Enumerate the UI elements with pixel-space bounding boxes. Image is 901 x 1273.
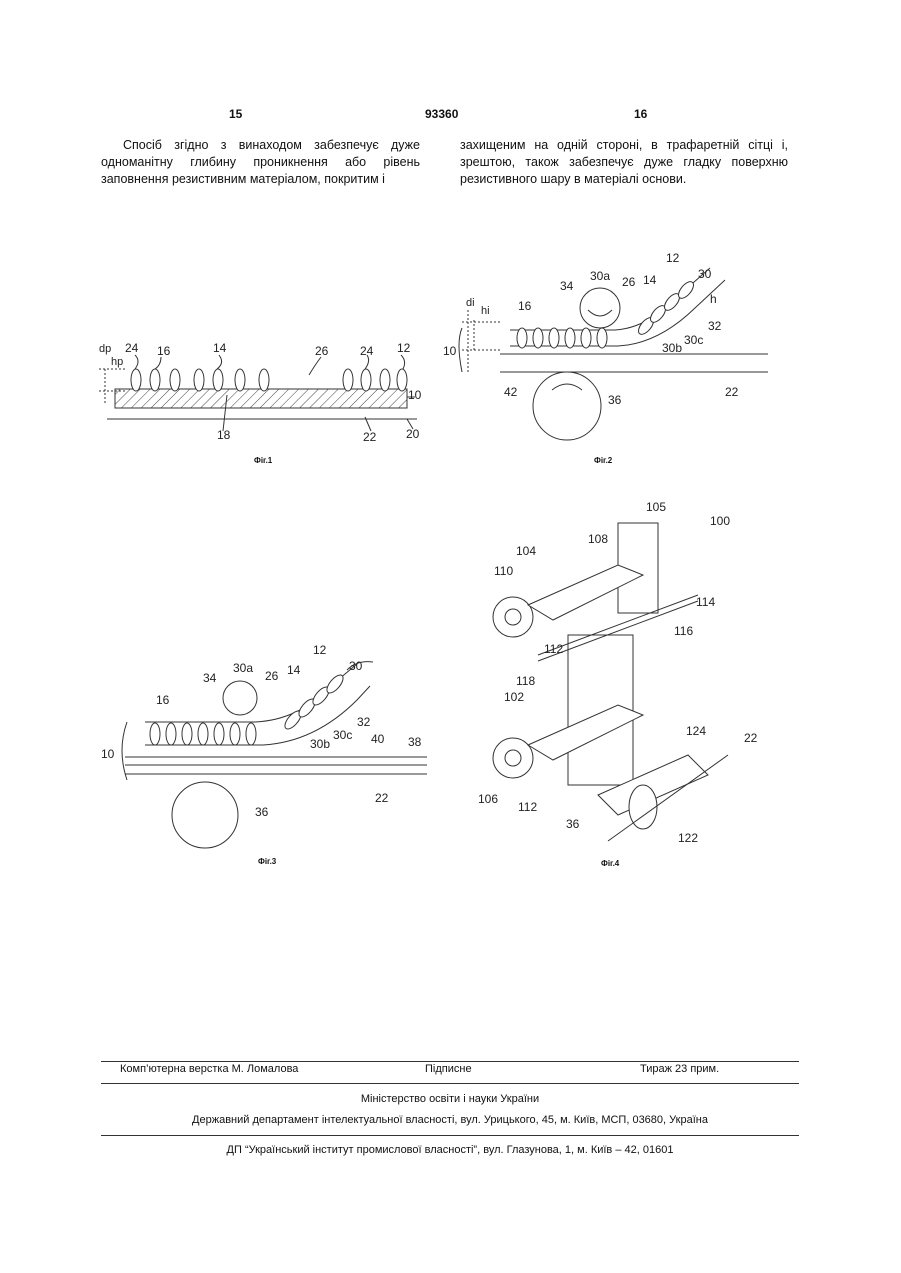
fig3-label-26: 26 <box>265 669 279 683</box>
fig4-label-116: 116 <box>674 624 693 638</box>
fig1-label-26: 26 <box>315 344 329 358</box>
figure-2-caption: Фіг.2 <box>594 456 612 465</box>
fig4-label-112a: 112 <box>544 642 563 656</box>
fig2-label-36: 36 <box>608 393 622 407</box>
footer-rule-middle <box>101 1083 799 1084</box>
fig3-label-30c: 30c <box>333 728 352 742</box>
footer-signed: Підписне <box>425 1063 472 1075</box>
fig2-label-30: 30 <box>698 267 712 281</box>
fig2-label-di: di <box>466 297 475 309</box>
figure-1-caption: Фіг.1 <box>254 456 272 465</box>
fig1-label-24a: 24 <box>125 341 139 355</box>
paragraph-col1: Спосіб згідно з винаходом забезпечує дуж… <box>101 137 420 188</box>
fig2-label-16: 16 <box>518 299 532 313</box>
figure-3-drawing: 12 30 34 30a 26 14 16 32 10 30b 30c 40 3… <box>95 640 435 855</box>
fig3-label-16: 16 <box>156 693 170 707</box>
fig2-label-30c: 30c <box>684 333 703 347</box>
fig3-label-30b: 30b <box>310 737 330 751</box>
text-column-right: захищеним на одній стороні, в трафаретні… <box>460 137 788 188</box>
fig4-label-124: 124 <box>686 724 706 738</box>
fig2-label-h: h <box>710 292 717 306</box>
fig4-label-112b: 112 <box>518 800 537 814</box>
footer-circulation: Тираж 23 прим. <box>640 1063 719 1075</box>
fig4-label-36: 36 <box>566 817 580 831</box>
fig3-label-40: 40 <box>371 732 385 746</box>
fig2-label-14: 14 <box>643 273 657 287</box>
fig4-label-106: 106 <box>478 792 498 806</box>
fig3-label-34: 34 <box>203 671 217 685</box>
fig3-label-36: 36 <box>255 805 269 819</box>
fig4-label-114: 114 <box>696 595 715 609</box>
fig1-label-22: 22 <box>363 430 377 444</box>
text-column-left: Спосіб згідно з винаходом забезпечує дуж… <box>101 137 420 188</box>
fig1-label-18: 18 <box>217 428 231 442</box>
fig1-label-dp: dp <box>99 343 111 355</box>
fig2-label-30b: 30b <box>662 341 682 355</box>
right-page-number: 16 <box>634 107 647 121</box>
figure-4-caption: Фіг.4 <box>601 859 619 868</box>
footer-institute: ДП “Український інститут промислової вла… <box>101 1144 799 1156</box>
fig1-label-16: 16 <box>157 344 171 358</box>
fig1-label-12: 12 <box>397 341 411 355</box>
fig2-label-26: 26 <box>622 275 636 289</box>
fig3-label-22: 22 <box>375 791 389 805</box>
fig3-label-30: 30 <box>349 659 363 673</box>
fig2-label-hi: hi <box>481 305 490 317</box>
fig3-label-12: 12 <box>313 643 327 657</box>
figure-1-drawing: dp hp 24 16 14 26 24 12 10 18 22 20 <box>95 335 430 445</box>
fig4-label-22: 22 <box>744 731 758 745</box>
fig1-label-24b: 24 <box>360 344 374 358</box>
footer-rule-bottom <box>101 1135 799 1136</box>
fig1-label-10: 10 <box>408 388 422 402</box>
fig1-label-20: 20 <box>406 427 420 441</box>
fig2-label-34: 34 <box>560 279 574 293</box>
fig2-label-32: 32 <box>708 319 722 333</box>
figure-4-drawing: 105 100 104 108 110 114 116 112 118 102 … <box>468 495 788 855</box>
fig2-label-12: 12 <box>666 251 680 265</box>
patent-number: 93360 <box>425 107 458 121</box>
fig3-label-14: 14 <box>287 663 301 677</box>
footer-rule-top <box>101 1061 799 1062</box>
fig3-label-38: 38 <box>408 735 422 749</box>
fig4-label-122: 122 <box>678 831 698 845</box>
fig2-label-10: 10 <box>443 344 457 358</box>
figure-2-drawing: di hi 10 16 34 30a 26 14 12 30 h 32 30c … <box>440 250 780 445</box>
footer-department: Державний департамент інтелектуальної вл… <box>101 1114 799 1126</box>
fig2-label-42: 42 <box>504 385 518 399</box>
fig4-label-100: 100 <box>710 514 730 528</box>
fig3-label-10: 10 <box>101 747 115 761</box>
fig1-label-14: 14 <box>213 341 227 355</box>
fig4-label-118: 118 <box>516 674 535 688</box>
fig3-label-32: 32 <box>357 715 371 729</box>
figure-3-caption: Фіг.3 <box>258 857 276 866</box>
fig1-label-hp: hp <box>111 356 123 368</box>
left-page-number: 15 <box>229 107 242 121</box>
fig4-label-104: 104 <box>516 544 536 558</box>
fig2-label-22: 22 <box>725 385 739 399</box>
footer-ministry: Міністерство освіти і науки України <box>101 1093 799 1105</box>
fig4-label-102: 102 <box>504 690 524 704</box>
footer-typesetting: Комп’ютерна верстка М. Ломалова <box>120 1063 298 1075</box>
fig3-label-30a: 30a <box>233 661 253 675</box>
fig4-label-105: 105 <box>646 500 666 514</box>
fig2-label-30a: 30a <box>590 269 610 283</box>
fig4-label-110: 110 <box>494 564 513 578</box>
fig4-label-108: 108 <box>588 532 608 546</box>
paragraph-col2: захищеним на одній стороні, в трафаретні… <box>460 137 788 188</box>
